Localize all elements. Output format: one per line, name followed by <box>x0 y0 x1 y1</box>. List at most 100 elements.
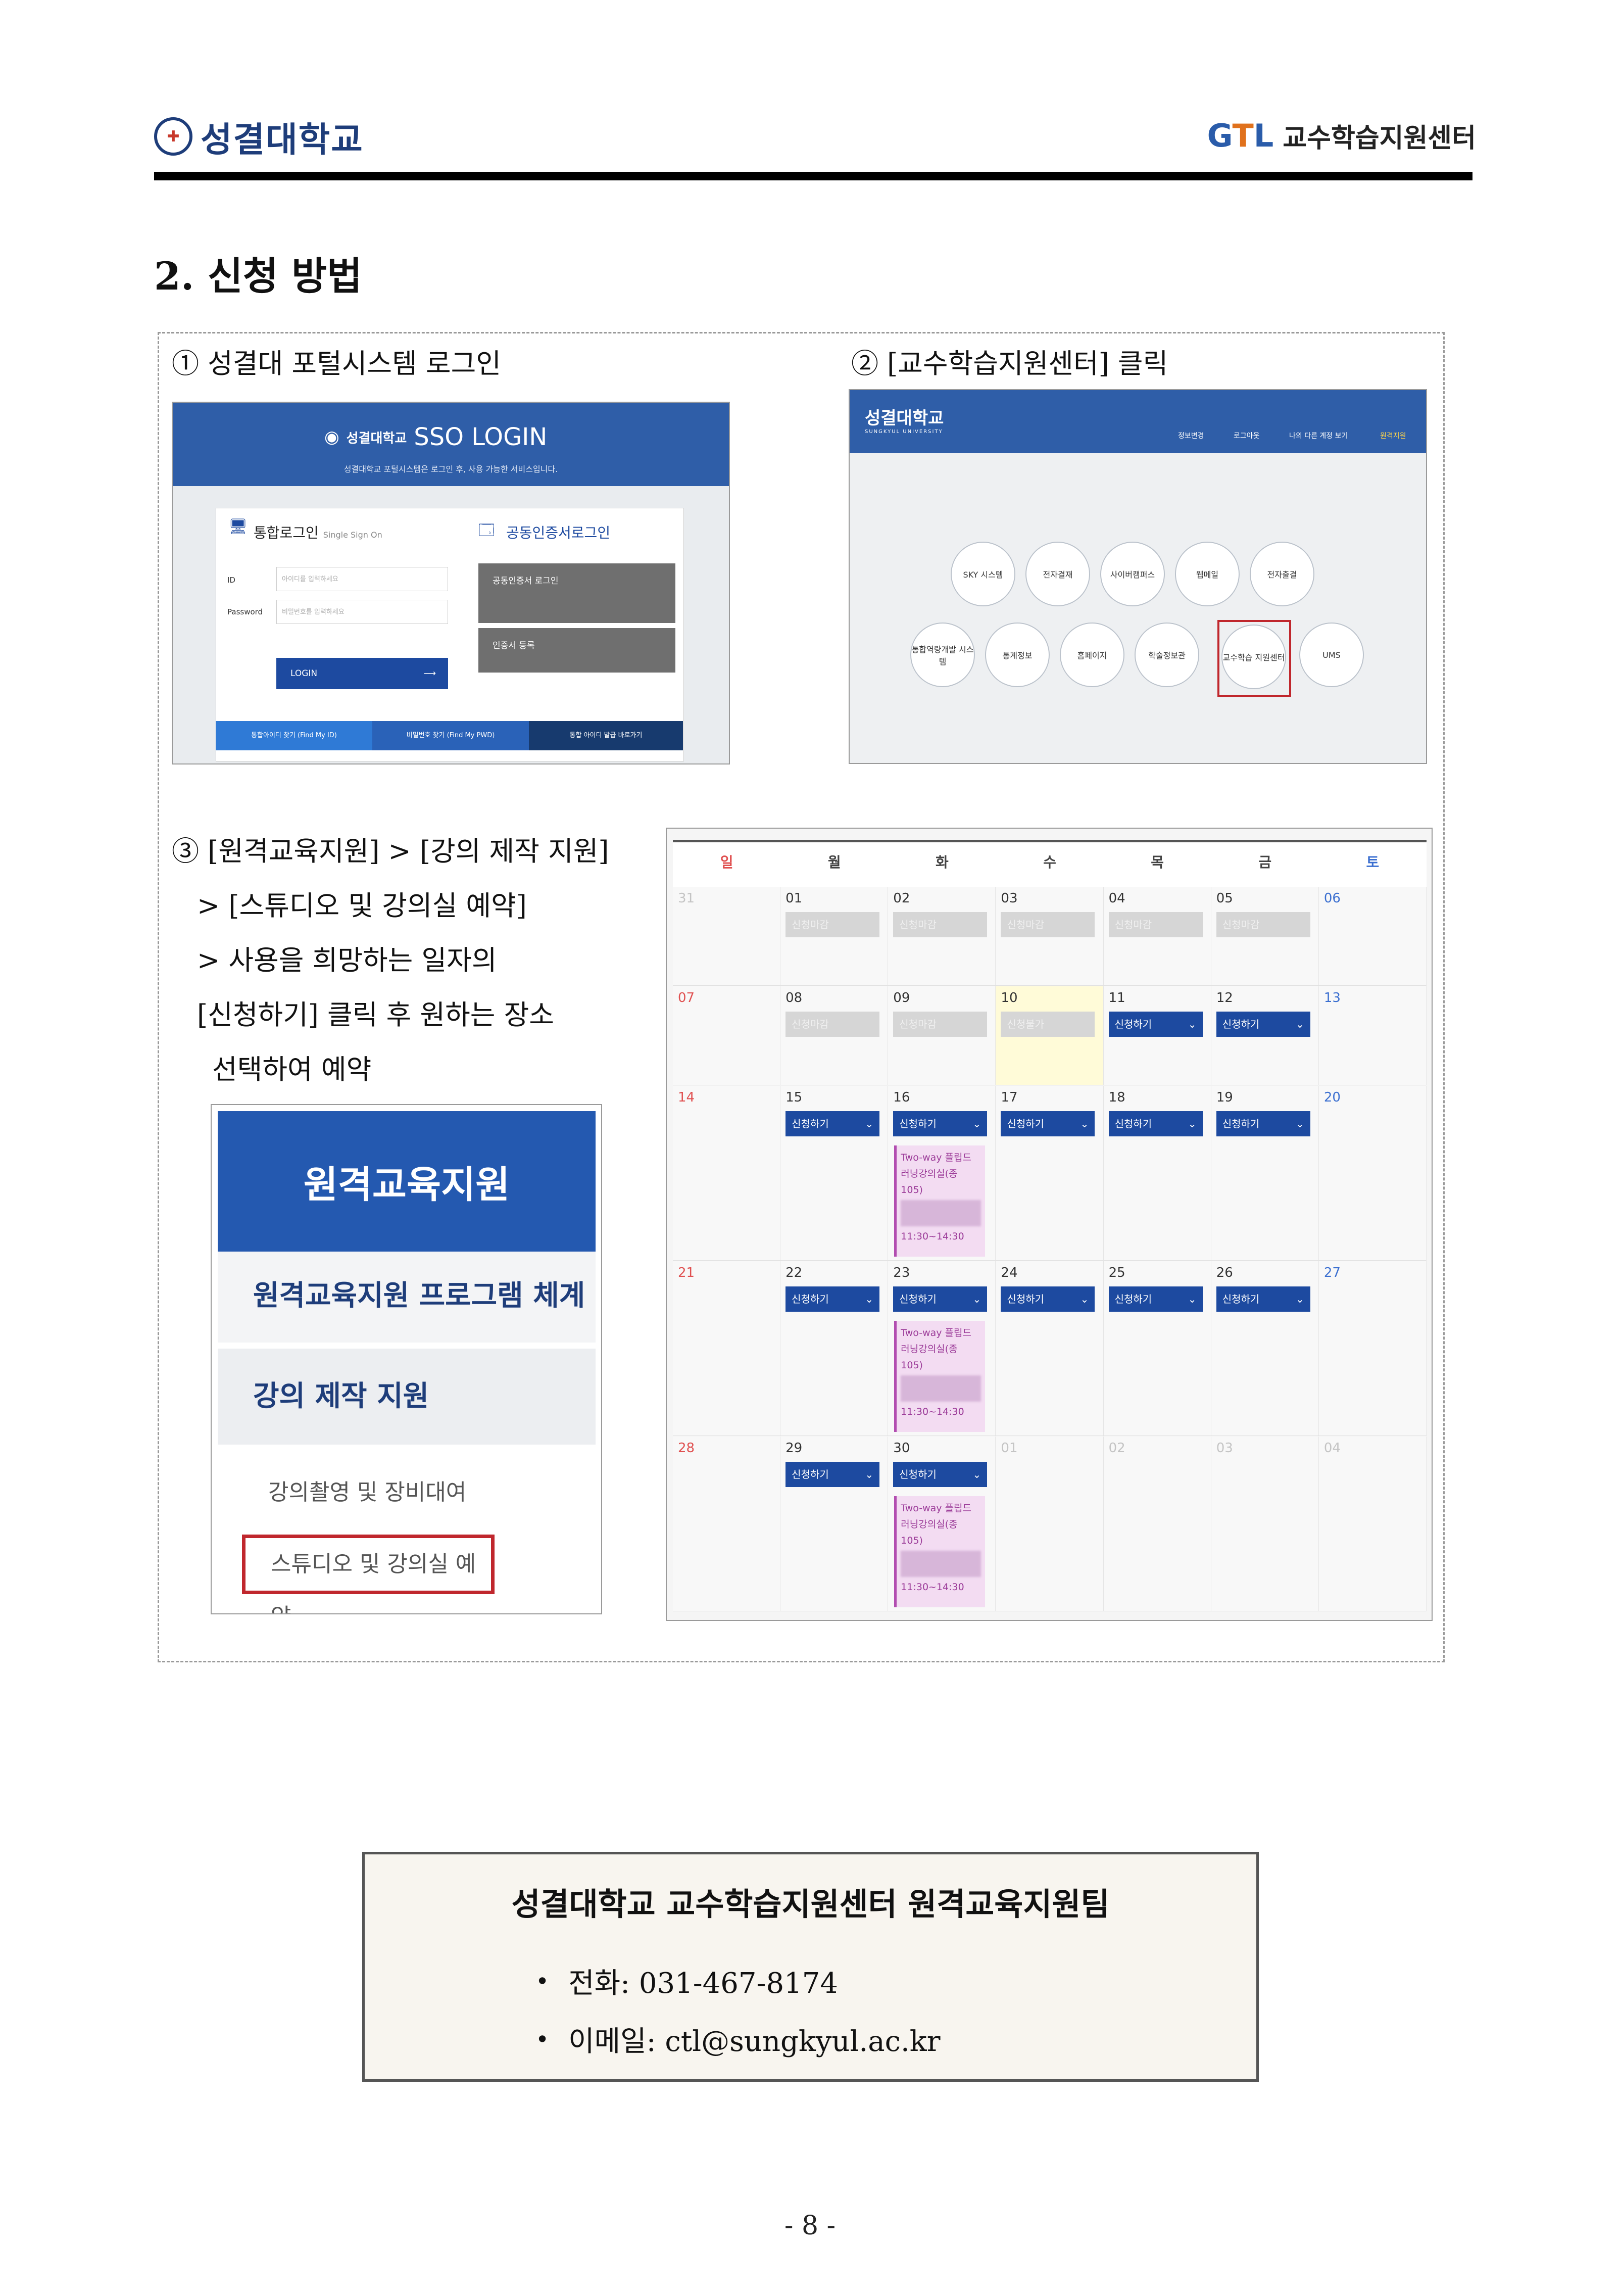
apply-label: 신청하기 <box>1114 1118 1152 1130</box>
closed-chip: 신청마감 <box>1108 912 1203 937</box>
calendar-day: 27 <box>1318 1261 1427 1436</box>
apply-button[interactable]: 신청하기⌄ <box>893 1286 988 1312</box>
booking-event[interactable]: Two-way 플립드 러닝강의실(종 105)11:30~14:30 <box>894 1321 986 1432</box>
apply-button[interactable]: 신청하기⌄ <box>1216 1012 1310 1037</box>
login-button[interactable]: LOGIN⟶ <box>276 658 448 689</box>
apply-label: 신청하기 <box>1007 1293 1045 1305</box>
nav-other-accounts[interactable]: 나의 다른 계정 보기 <box>1289 432 1348 440</box>
apply-label: 신청하기 <box>792 1468 829 1480</box>
tab-cert-login[interactable]: 공동인증서로그인 <box>506 524 611 541</box>
submenu-studio-reservation[interactable]: 스튜디오 및 강의실 예약 <box>242 1535 495 1613</box>
booking-event[interactable]: Two-way 플립드 러닝강의실(종 105)11:30~14:30 <box>894 1496 986 1607</box>
cyber-campus-icon[interactable]: 사이버캠퍼스 <box>1100 542 1165 606</box>
ums-icon[interactable]: UMS <box>1299 623 1364 687</box>
contact-email-item: • 이메일: ctl@sungkyul.ac.kr <box>535 2019 940 2060</box>
apply-button[interactable]: 신청하기 ⌄ <box>1001 1286 1095 1312</box>
portal-brand-text: 성결대학교 <box>865 408 944 428</box>
apply-button[interactable]: 신청하기⌄ <box>1001 1111 1095 1136</box>
day-number: 07 <box>678 990 695 1006</box>
day-number: 27 <box>1323 1265 1341 1280</box>
tab-integrated-sub: Single Sign On <box>323 530 382 540</box>
page-number: - 8 - <box>784 2211 836 2241</box>
apply-button[interactable]: 신청하기⌄ <box>786 1286 880 1312</box>
sso-header <box>173 403 729 486</box>
nav-profile[interactable]: 정보변경 <box>1178 432 1204 440</box>
e-attendance-icon[interactable]: 전자출결 <box>1250 542 1314 606</box>
booking-time: 11:30~14:30 <box>901 1231 964 1242</box>
apply-label: 신청하기 <box>899 1293 937 1305</box>
nav-remote-support[interactable]: 원격지원 <box>1380 432 1406 440</box>
find-pw-link[interactable]: 비밀번호 찾기 (Find My PWD) <box>372 721 529 750</box>
cert-register-button[interactable]: 인증서 등록 <box>478 628 675 673</box>
contact-title: 성결대학교 교수학습지원센터 원격교육지원팀 <box>511 1886 1110 1923</box>
redacted-info <box>901 1375 981 1402</box>
calendar-day: 13 <box>1318 986 1427 1085</box>
sso-notice: 성결대학교 포털시스템은 로그인 후, 사용 가능한 서비스입니다. <box>343 464 558 474</box>
seal-icon: ◉ <box>324 427 339 447</box>
day-number: 21 <box>678 1265 695 1280</box>
submenu-panel <box>218 1454 596 1600</box>
chevron-down-icon: ⌄ <box>865 1293 874 1305</box>
apply-button[interactable]: 신청하기⌄ <box>786 1111 880 1136</box>
cert-login-button[interactable]: 공동인증서 로그인 <box>478 563 675 623</box>
apply-label: 신청하기 <box>1114 1293 1152 1305</box>
password-field[interactable]: 비밀번호를 입력하세요 <box>276 600 448 624</box>
weekday-tue: 화 <box>935 854 949 871</box>
sky-system-icon[interactable]: SKY 시스템 <box>951 542 1015 606</box>
contact-email[interactable]: 이메일: ctl@sungkyul.ac.kr <box>568 2025 941 2058</box>
day-number: 08 <box>786 990 803 1006</box>
day-number: 31 <box>678 891 695 906</box>
day-number: 09 <box>893 990 910 1006</box>
id-field[interactable]: 아이디를 입력하세요 <box>276 567 448 591</box>
tab-integrated-login[interactable]: 통합로그인 <box>254 524 319 541</box>
calendar-day: 04 <box>1318 1437 1427 1611</box>
chevron-down-icon: ⌄ <box>1080 1293 1089 1305</box>
apply-button[interactable]: 신청하기⌄ <box>893 1462 988 1487</box>
apply-button[interactable]: 신청하기⌄ <box>1108 1012 1203 1037</box>
find-id-link[interactable]: 통합아이디 찾기 (Find My ID) <box>216 721 372 750</box>
day-number: 11 <box>1108 990 1125 1006</box>
calendar-day: 31 <box>673 887 781 985</box>
day-number: 15 <box>786 1090 803 1105</box>
contact-phone-item: • 전화: 031-467-8174 <box>535 1960 838 2001</box>
apply-button[interactable]: 신청하기⌄ <box>1108 1111 1203 1136</box>
booking-event[interactable]: Two-way 플립드 러닝강의실(종 105)11:30~14:30 <box>894 1145 986 1257</box>
apply-button[interactable]: 신청하기 ⌄ <box>786 1462 880 1487</box>
id-label: ID <box>227 576 235 585</box>
step1-caption: ① 성결대 포털시스템 로그인 <box>172 348 501 379</box>
chevron-down-icon: ⌄ <box>1295 1118 1304 1130</box>
apply-button[interactable]: 신청하기⌄ <box>1216 1111 1310 1136</box>
menu-banner: 원격교육지원 <box>218 1111 596 1252</box>
issue-id-link[interactable]: 통합 아이디 발급 바로가기 <box>529 721 683 750</box>
day-number: 19 <box>1216 1090 1233 1105</box>
webmail-icon[interactable]: 웹메일 <box>1175 542 1240 606</box>
homepage-icon[interactable]: 홈페이지 <box>1060 623 1124 687</box>
nav-logout[interactable]: 로그아웃 <box>1234 432 1260 440</box>
sso-login-screenshot: ◉ 성결대학교 SSO LOGIN 성결대학교 포털시스템은 로그인 후, 사용… <box>172 402 730 764</box>
teaching-center-icon[interactable]: 교수학습 지원센터 <box>1221 625 1286 689</box>
menu-item-program[interactable]: 원격교육지원 프로그램 체계 <box>218 1252 596 1343</box>
weekday-wed: 수 <box>1043 854 1056 871</box>
steps-frame <box>158 332 1445 1662</box>
weekday-thu: 목 <box>1151 854 1164 871</box>
apply-label: 신청하기 <box>1007 1118 1045 1130</box>
chevron-down-icon: ⌄ <box>865 1468 874 1480</box>
chevron-down-icon: ⌄ <box>1188 1293 1197 1305</box>
statistics-icon[interactable]: 통계정보 <box>985 623 1050 687</box>
calendar-day: 19 신청하기⌄ <box>1211 1086 1319 1260</box>
apply-button[interactable]: 신청하기⌄ <box>1216 1286 1310 1312</box>
library-icon[interactable]: 학술정보관 <box>1135 623 1199 687</box>
apply-button[interactable]: 신청하기⌄ <box>893 1111 988 1136</box>
apply-button[interactable]: 신청하기 ⌄ <box>1108 1286 1203 1312</box>
submenu-filming-equipment[interactable]: 강의촬영 및 장비대여 <box>268 1479 467 1505</box>
cert-register-label: 인증서 등록 <box>493 641 535 651</box>
menu-item-lecture-production[interactable]: 강의 제작 지원 <box>218 1349 596 1445</box>
competency-system-icon[interactable]: 통합역량개발 시스템 <box>910 623 975 687</box>
closed-chip: 신청마감 <box>893 912 988 937</box>
e-approval-icon[interactable]: 전자결재 <box>1025 542 1090 606</box>
